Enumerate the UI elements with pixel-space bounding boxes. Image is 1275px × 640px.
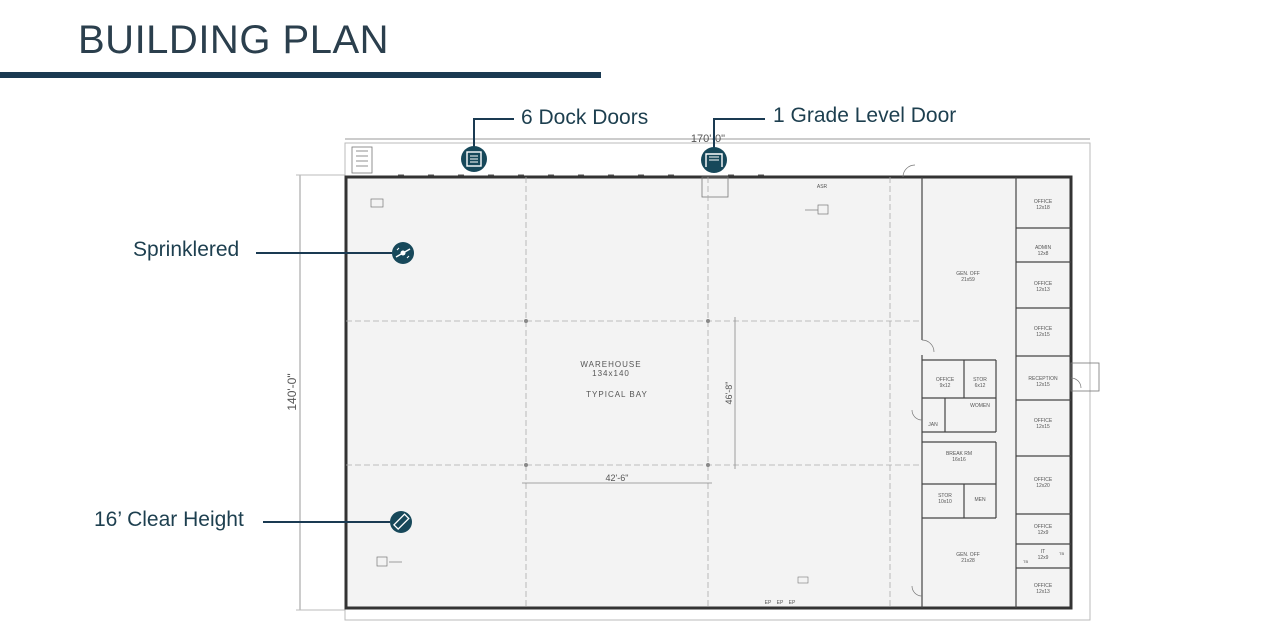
bay-depth-dimension: 46'-8" [724, 382, 734, 405]
room-size: 21x59 [961, 277, 975, 283]
door-swings [902, 164, 1082, 597]
clear-height-label: 16’ Clear Height [94, 508, 244, 531]
grade-door-label: 1 Grade Level Door [773, 104, 957, 127]
room-name: OFFICE [1034, 199, 1053, 205]
room-size: 6x12 [975, 383, 986, 389]
dock-door-icon [461, 146, 487, 172]
fixture-symbol [376, 556, 388, 567]
room-size: 12x15 [1036, 332, 1050, 338]
ep-label: EP [765, 600, 772, 606]
grade-door-apron [701, 176, 729, 198]
grade-door-icon [701, 147, 727, 173]
ruler-icon [390, 511, 412, 533]
ep-label: EP [789, 600, 796, 606]
sprinkler-icon [392, 242, 414, 264]
callout-leaders [256, 118, 765, 523]
room-name: OFFICE [1034, 281, 1053, 287]
room-name: OFFICE [936, 377, 955, 383]
room-name: OFFICE [1034, 583, 1053, 589]
typical-bay-label: TYPICAL BAY [586, 390, 648, 399]
ep-label: EP [777, 600, 784, 606]
room-name: WOMEN [970, 403, 990, 409]
room-size: 10x10 [938, 499, 952, 505]
bay-width-dimension: 42'-6" [606, 473, 629, 483]
title-underline [0, 72, 601, 78]
entry-vestibule [1070, 362, 1100, 392]
room-name: STOR [973, 377, 987, 383]
building-outline [344, 175, 1073, 610]
room-name: MEN [974, 497, 986, 503]
tb-label: TB [1059, 551, 1064, 556]
room-size: 12x13 [1036, 287, 1050, 293]
room-name: OFFICE [1034, 524, 1053, 530]
room-name: JAN [928, 422, 938, 428]
depth-dimension: 140'-0" [285, 373, 299, 410]
room-name: IT [1041, 549, 1045, 555]
warehouse-label: WAREHOUSE [580, 360, 641, 369]
room-size: 9x12 [940, 383, 951, 389]
room-size: 12x15 [1036, 382, 1050, 388]
room-size: 12x15 [1036, 424, 1050, 430]
room-name: OFFICE [1034, 326, 1053, 332]
fixture-symbol [817, 204, 829, 215]
width-dimension: 170'-0" [691, 133, 725, 145]
office-walls [921, 177, 1071, 608]
room-size: 21x28 [961, 558, 975, 564]
asr-label: ASR [817, 184, 828, 190]
room-name: ADMIN [1035, 245, 1052, 251]
dock-doors-label: 6 Dock Doors [521, 106, 649, 129]
page-title: BUILDING PLAN [78, 18, 390, 62]
room-size: 12x18 [1036, 205, 1050, 211]
sprinklered-label: Sprinklered [133, 238, 240, 261]
room-size: 12x13 [1036, 589, 1050, 595]
room-name: GEN. OFF [956, 271, 980, 277]
warehouse-size: 134x140 [592, 369, 630, 378]
room-size: 16x16 [952, 457, 966, 463]
tb-label: TB [1023, 559, 1028, 564]
room-name: GEN. OFF [956, 552, 980, 558]
room-size: 12x8 [1038, 251, 1049, 257]
room-name: OFFICE [1034, 477, 1053, 483]
column-grid [346, 177, 922, 608]
exterior-stair [351, 146, 373, 174]
room-name: OFFICE [1034, 418, 1053, 424]
room-labels: OFFICE12x18ADMIN12x8OFFICE12x13OFFICE12x… [928, 199, 1058, 595]
room-size: 12x9 [1038, 555, 1049, 561]
room-name: BREAK RM [946, 451, 972, 457]
room-size: 12x20 [1036, 483, 1050, 489]
fixture-symbol [370, 198, 384, 208]
room-name: RECEPTION [1028, 376, 1058, 382]
room-name: STOR [938, 493, 952, 499]
room-size: 12x9 [1038, 530, 1049, 536]
